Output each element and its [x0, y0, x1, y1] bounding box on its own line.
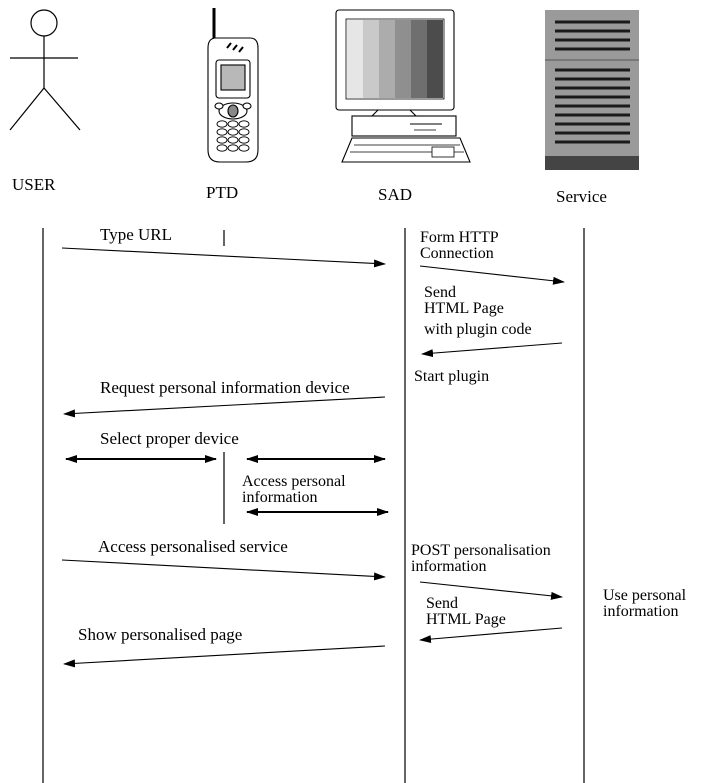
msg-show-page: Show personalised page [78, 625, 243, 644]
msg-use-info: Use personal information [603, 587, 687, 620]
server-icon [545, 10, 639, 170]
msg-send-html-1-plugin: with plugin code [424, 321, 532, 338]
msg-form-http: Form HTTP Connection [420, 229, 499, 262]
participant-label-user: USER [12, 175, 56, 194]
user-actor-icon [9, 9, 81, 131]
send-html-arrow [419, 627, 563, 644]
msg-type-url: Type URL [100, 225, 172, 244]
msg-send-html-2: Send HTML Page [426, 595, 506, 628]
post-info-arrow [419, 581, 563, 600]
msg-request-info: Request personal information device [100, 378, 350, 397]
request-info-arrow [63, 396, 386, 418]
msg-send-html-1: Send HTML Page [424, 284, 504, 317]
msg-start-plugin: Start plugin [414, 368, 490, 385]
show-page-arrow [63, 645, 386, 668]
msg-select-device: Select proper device [100, 429, 239, 448]
participant-label-ptd: PTD [206, 183, 239, 202]
desktop-computer-icon [335, 9, 471, 163]
msg-access-service: Access personalised service [98, 537, 288, 556]
participant-label-sad: SAD [378, 185, 413, 204]
mobile-phone-icon [207, 8, 259, 163]
type-url-arrow [61, 247, 386, 268]
send-html-plugin-arrow [421, 342, 563, 358]
msg-access-info: Access personal information [242, 473, 346, 506]
participant-label-service: Service [556, 187, 607, 206]
form-http-arrow [419, 265, 565, 285]
access-service-arrow [61, 559, 386, 581]
msg-post-info: POST personalisation information [411, 542, 551, 575]
